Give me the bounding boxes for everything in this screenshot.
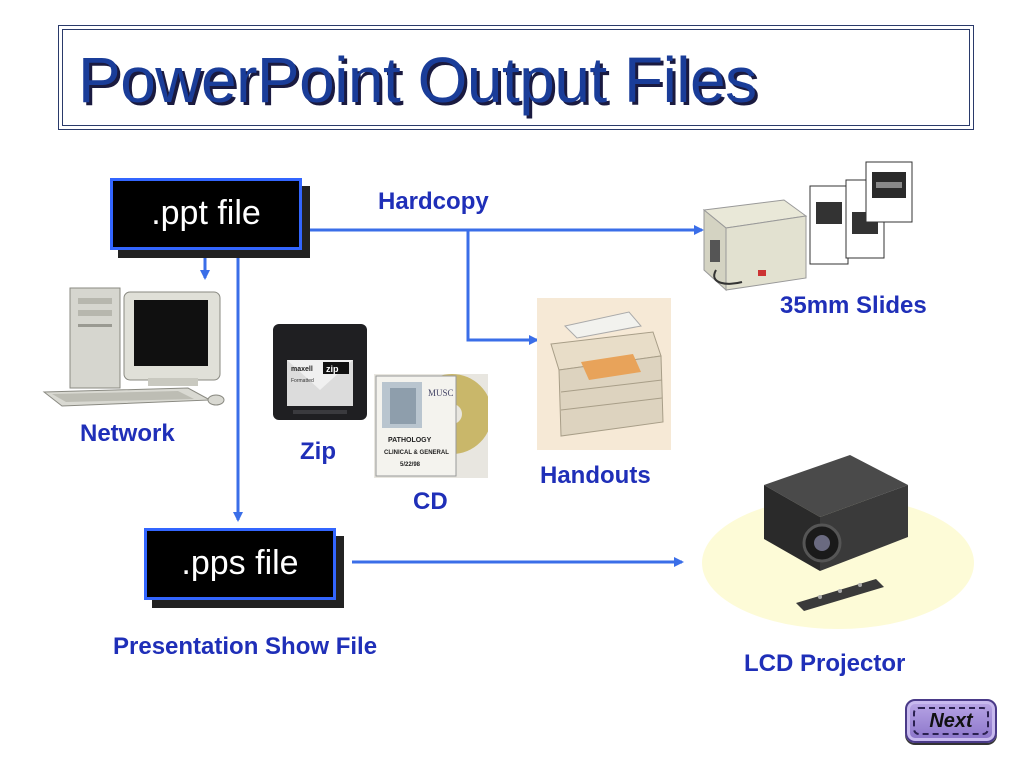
cd-label: CD [413, 488, 448, 515]
cd-org: MUSC [428, 388, 454, 398]
zip-sub: Formatted [291, 378, 314, 384]
pps-file-box[interactable]: .pps file [144, 528, 336, 600]
slides-label: 35mm Slides [780, 292, 927, 319]
ppt-file-box[interactable]: .ppt file [110, 178, 302, 250]
hardcopy-label: Hardcopy [378, 188, 489, 215]
lcd-projector-label: LCD Projector [744, 650, 906, 677]
zip-label: Zip [300, 438, 336, 465]
page-title: PowerPoint Output Files [78, 44, 757, 116]
zip-brand: maxell [291, 366, 313, 373]
printer-icon [537, 298, 671, 450]
computer-icon [42, 287, 225, 407]
slides-stack [809, 161, 913, 265]
cd-date: 5/22/98 [400, 462, 421, 468]
arrow-to-handouts [466, 230, 539, 345]
next-button[interactable]: Next [905, 699, 997, 743]
zip-model: zip [326, 364, 339, 374]
handouts-label: Handouts [540, 462, 651, 489]
zip-disk-icon: maxell zip Formatted [273, 324, 367, 420]
cd-subtitle: CLINICAL & GENERAL [384, 450, 449, 456]
title-frame [58, 25, 974, 130]
cd-icon: MUSC PATHOLOGY CLINICAL & GENERAL 5/22/9… [374, 374, 488, 478]
cd-title: PATHOLOGY [388, 437, 432, 444]
network-label: Network [80, 420, 175, 447]
slide-recorder-icon [702, 161, 913, 292]
projector-icon [702, 455, 974, 629]
title-frame-inner [62, 29, 970, 126]
presentation-show-label: Presentation Show File [113, 633, 378, 660]
